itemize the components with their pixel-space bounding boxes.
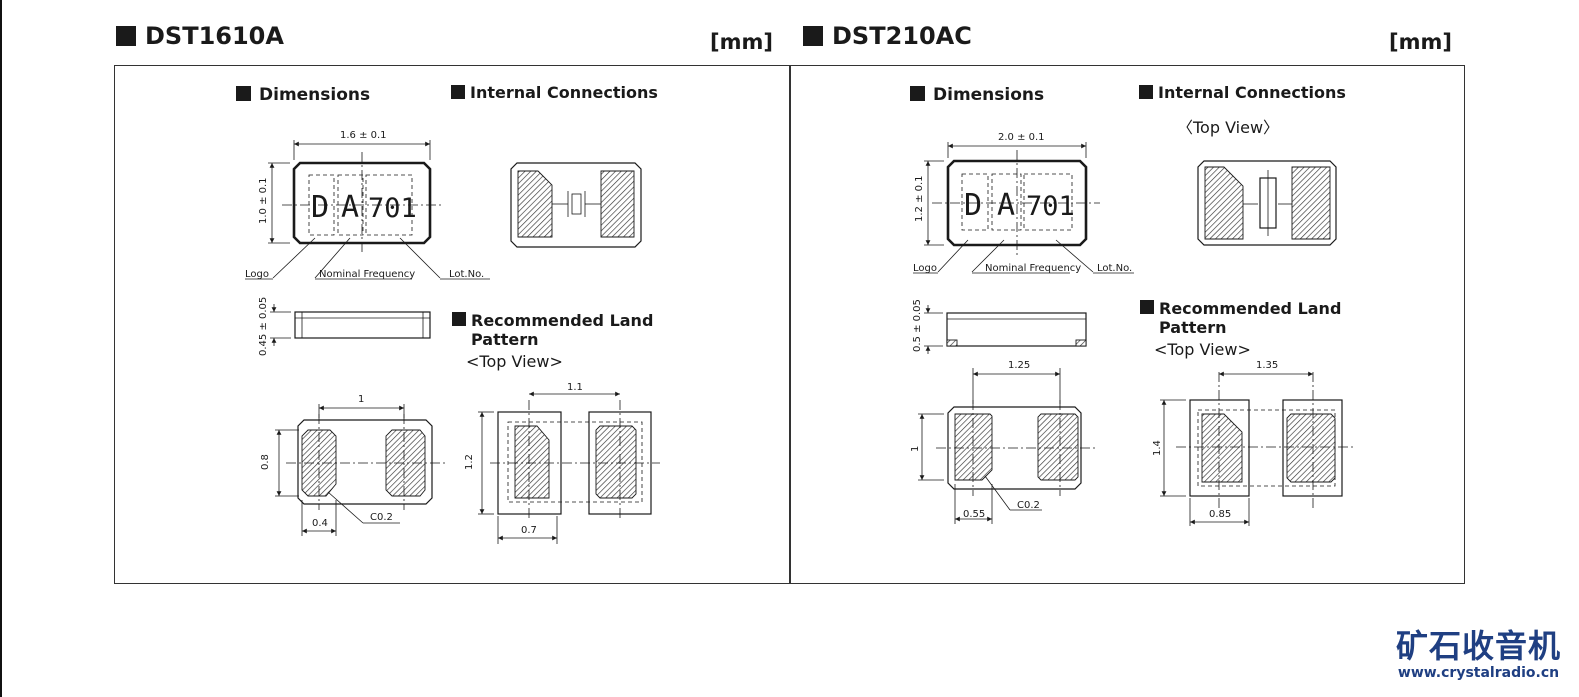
callout-nominal-frequency: Nominal Frequency [985,263,1081,274]
land-pattern-subheading: <Top View> [466,352,563,371]
marking-lot: 701 [1026,191,1075,222]
dimension-height: 0.5 ± 0.05 [912,299,923,352]
marking-logo: D [964,188,982,223]
land-pitch: 1.35 [1256,360,1278,371]
land-pattern-heading-line2: Pattern [1159,318,1227,337]
footprint-chamfer: C0.2 [1017,500,1040,511]
heading-square-icon [452,312,466,326]
land-pattern-heading-line1: Recommended Land [1159,299,1341,318]
dimension-width: 1.0 ± 0.1 [258,177,269,224]
footprint-pitch: 1 [358,394,364,405]
internal-connections-diagram [510,162,642,248]
title-square-icon [116,26,136,46]
watermark-brand: 矿石收音机 [1395,627,1561,665]
package-bottom-footprint [286,414,445,510]
product-title-text: DST210AC [832,22,972,50]
footprint-height: 0.8 [260,454,271,470]
land-pattern-heading-line1: Recommended Land [471,311,653,330]
internal-connections-heading: Internal Connections [1158,83,1346,102]
left-edge-rule [0,0,2,697]
land-pattern-diagram [490,400,660,520]
land-height: 1.4 [1152,440,1163,456]
footprint-chamfer: C0.2 [370,512,393,523]
land-height: 1.2 [464,454,475,470]
footprint-height: 1 [910,446,921,452]
callout-lot-no: Lot.No. [1097,263,1132,274]
heading-square-icon [1140,300,1154,314]
package-top-view: D A 701 [282,152,444,254]
land-width: 0.85 [1209,509,1231,520]
dimension-length: 2.0 ± 0.1 [998,132,1045,143]
product-title-dst1610a: DST1610A [116,22,284,50]
product-title-dst210ac: DST210AC [803,22,972,50]
land-pitch: 1.1 [567,382,583,393]
heading-square-icon [236,86,251,101]
dimension-height: 0.45 ± 0.05 [258,297,269,356]
package-bottom-footprint [936,400,1095,496]
land-pattern-diagram [1176,372,1356,508]
marking-lot: 701 [368,193,417,224]
panel-dst210ac: Dimensions Internal Connections 〈Top Vie… [910,83,1356,526]
site-watermark: 矿石收音机 www.crystalradio.cn [1396,628,1561,682]
internal-connections-subheading: 〈Top View〉 [1177,118,1279,137]
watermark-url[interactable]: www.crystalradio.cn [1397,665,1560,681]
product-title-text: DST1610A [145,22,284,50]
land-pattern-heading-line2: Pattern [471,330,539,349]
internal-connections-diagram [1197,160,1337,246]
unit-label-right: [mm] [1389,30,1452,54]
frame-divider [789,65,791,584]
marking-frequency: A [341,190,359,225]
footprint-pad-width: 0.4 [312,518,328,529]
heading-square-icon [1139,85,1153,99]
callout-lot-no: Lot.No. [449,269,484,280]
marking-logo: D [311,190,329,225]
callout-nominal-frequency: Nominal Frequency [319,269,415,280]
unit-label-left: [mm] [710,30,773,54]
footprint-pad-width: 0.55 [963,509,985,520]
callout-logo: Logo [245,269,269,280]
callout-logo: Logo [913,263,937,274]
land-width: 0.7 [521,525,537,536]
title-square-icon [803,26,823,46]
land-pattern-subheading: <Top View> [1154,340,1251,359]
dimension-length: 1.6 ± 0.1 [340,130,387,141]
dimensions-heading: Dimensions [933,85,1044,105]
marking-frequency: A [997,188,1015,223]
package-top-view: D A 701 [932,150,1100,256]
package-side-view [294,311,431,339]
heading-square-icon [910,86,925,101]
dimensions-heading: Dimensions [259,85,370,105]
dimension-width: 1.2 ± 0.1 [914,175,925,222]
panel-dst1610a: Dimensions Internal Connections D A 701 … [236,83,660,544]
footprint-pitch: 1.25 [1008,360,1030,371]
package-side-view [946,312,1087,347]
internal-connections-heading: Internal Connections [470,83,658,102]
heading-square-icon [451,85,465,99]
